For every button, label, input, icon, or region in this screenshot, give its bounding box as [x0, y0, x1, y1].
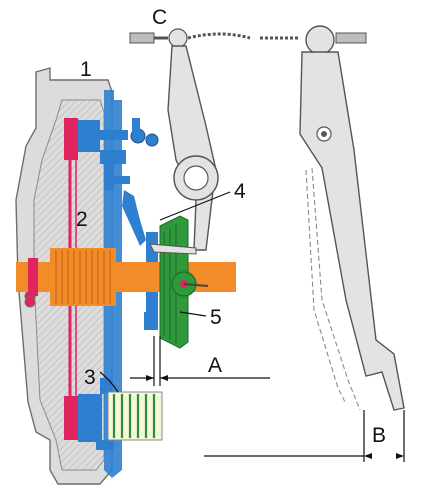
callout-leaders	[99, 191, 231, 393]
label-a: A	[208, 354, 222, 377]
label-3: 3	[84, 366, 96, 389]
label-b: B	[372, 424, 386, 447]
coil-spring-icon	[107, 391, 163, 441]
label-2: 2	[76, 208, 88, 231]
release-fork-lever-icon	[149, 45, 219, 255]
label-1: 1	[80, 58, 92, 81]
label-c: C	[152, 6, 167, 29]
clutch-pedal-icon	[299, 25, 405, 411]
label-4: 4	[234, 180, 246, 203]
input-shaft	[16, 248, 236, 306]
clutch-cable-icon	[129, 28, 367, 48]
dimension-lines	[130, 336, 405, 462]
label-5: 5	[210, 306, 222, 329]
